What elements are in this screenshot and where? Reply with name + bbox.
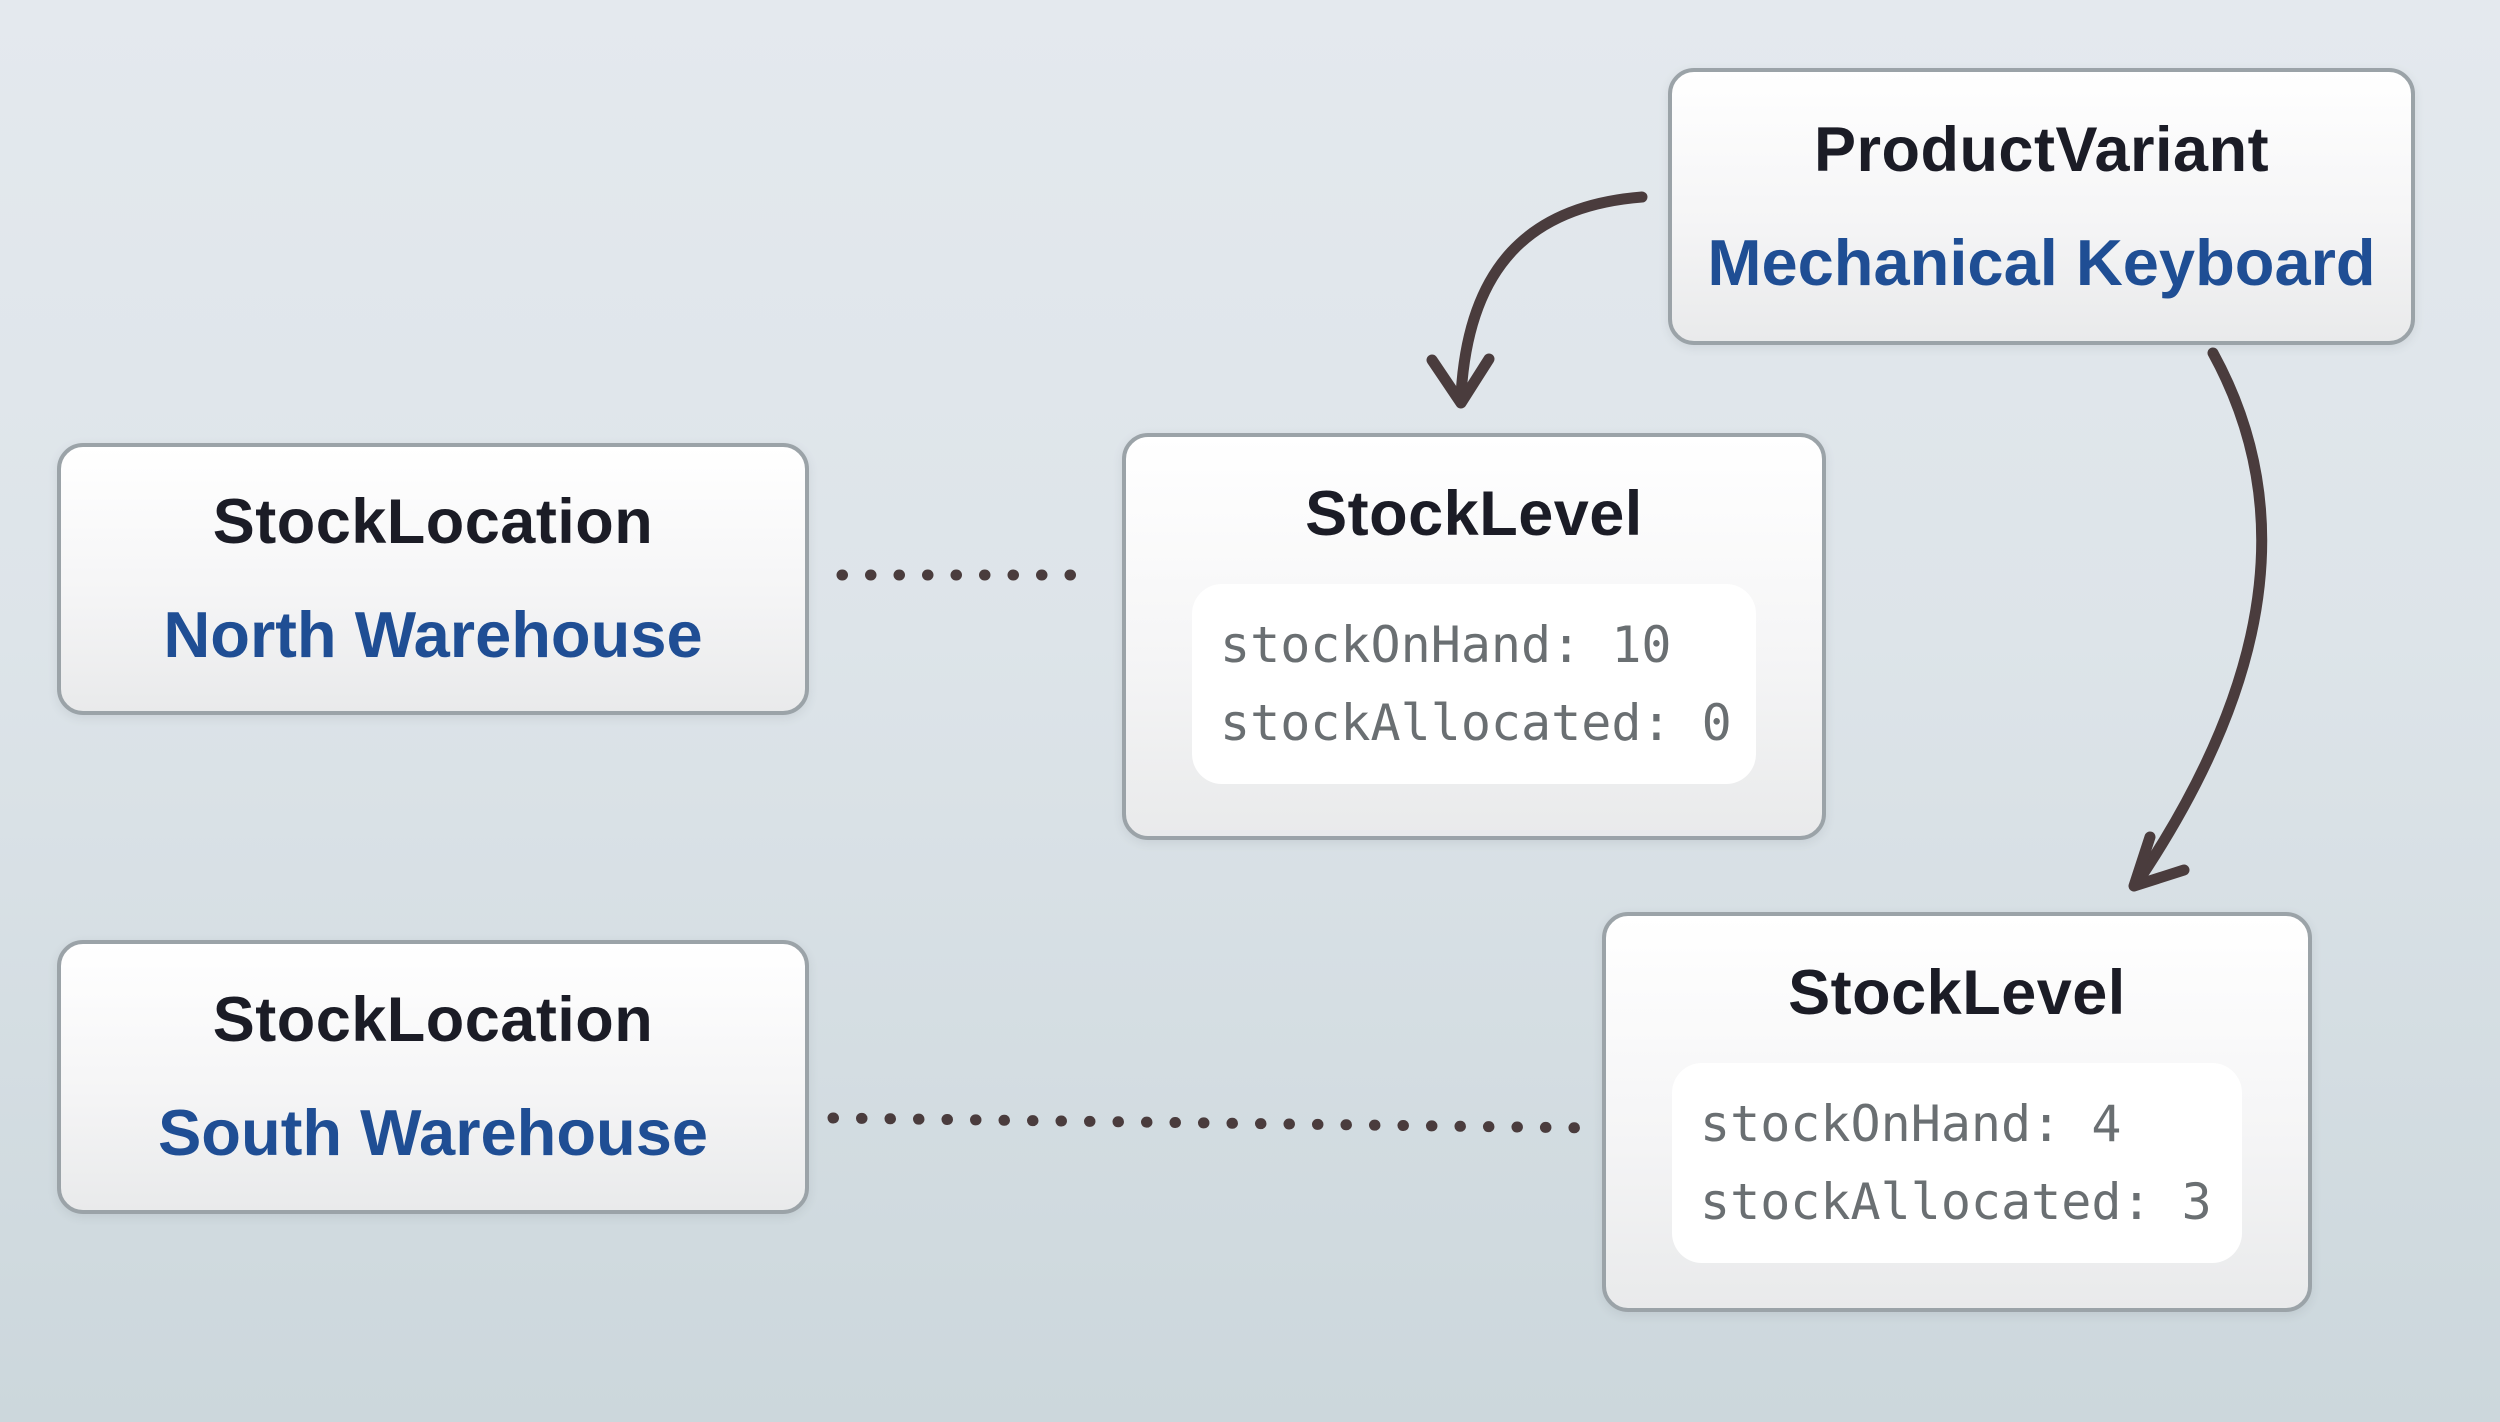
arrowhead-south-icon bbox=[2128, 831, 2190, 892]
node-type-label: StockLevel bbox=[1305, 479, 1643, 549]
dotted-link-south bbox=[827, 1112, 1598, 1134]
stock-on-hand-field: stockOnHand: 4 bbox=[1700, 1095, 2122, 1153]
node-instance-label: South Warehouse bbox=[157, 1096, 709, 1169]
node-stock-level-south: StockLevel stockOnHand: 4 stockAllocated… bbox=[1602, 912, 2312, 1312]
arrow-variant-to-north-stock-level bbox=[1455, 191, 1648, 402]
node-type-label: ProductVariant bbox=[1813, 114, 2270, 185]
stock-allocated-field: stockAllocated: 0 bbox=[1220, 694, 1732, 752]
node-type-label: StockLevel bbox=[1788, 958, 2126, 1028]
stock-on-hand-field: stockOnHand: 10 bbox=[1220, 616, 1672, 674]
node-instance-label: North Warehouse bbox=[163, 598, 703, 671]
node-product-variant: ProductVariant Mechanical Keyboard bbox=[1668, 68, 2415, 345]
node-type-label: StockLocation bbox=[212, 487, 654, 557]
node-stock-location-south: StockLocation South Warehouse bbox=[57, 940, 809, 1214]
node-stock-location-north: StockLocation North Warehouse bbox=[57, 443, 809, 715]
node-stock-level-north: StockLevel stockOnHand: 10 stockAllocate… bbox=[1122, 433, 1826, 840]
stock-fields-panel: stockOnHand: 4 stockAllocated: 3 bbox=[1672, 1063, 2242, 1263]
stock-fields-panel: stockOnHand: 10 stockAllocated: 0 bbox=[1192, 584, 1756, 784]
arrowhead-north-icon bbox=[1426, 353, 1495, 409]
stock-allocated-field: stockAllocated: 3 bbox=[1700, 1173, 2212, 1231]
arrow-variant-to-south-stock-level bbox=[2133, 347, 2268, 886]
node-instance-label: Mechanical Keyboard bbox=[1707, 225, 2376, 299]
node-type-label: StockLocation bbox=[212, 985, 654, 1055]
